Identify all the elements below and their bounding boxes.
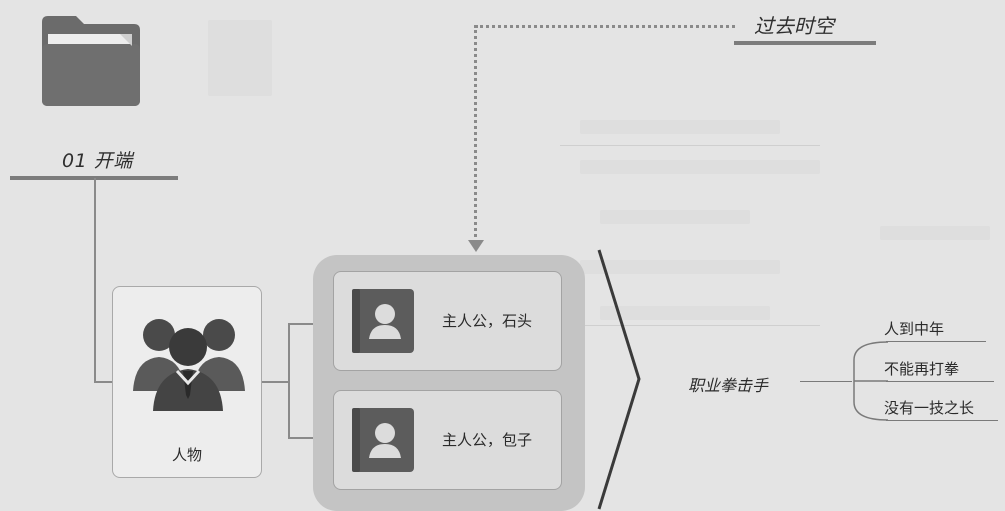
connector-line [94,178,96,382]
connector-line [94,381,114,383]
character-card[interactable]: 主人公，包子 [333,390,562,490]
background-ghost-text [600,306,770,320]
background-ghost-text [580,160,820,174]
background-ghost-line [560,325,820,326]
past-time-label: 过去时空 [754,14,834,38]
chevron-right-icon [597,249,641,510]
career-trait: 不能再打拳 [884,360,960,378]
connector-line [288,323,290,438]
person-contact-icon [352,408,414,472]
branch-bracket [853,341,888,421]
career-trait: 没有一技之长 [884,399,975,417]
folder-icon [42,16,140,106]
branch-underline [886,341,986,342]
dotted-connector [474,25,477,243]
connector-line [262,381,288,383]
branch-line [800,381,852,382]
branch-underline [886,420,998,421]
background-ghost-text [580,120,780,134]
background-ghost-text [600,210,750,224]
people-card[interactable]: 人物 [112,286,262,478]
career-trait: 人到中年 [884,320,945,338]
people-card-label: 人物 [171,446,202,464]
background-ghost-text [580,260,780,274]
background-ghost-line [560,145,820,146]
background-ghost-text [880,226,990,240]
past-time-underline [734,41,876,45]
arrow-down-icon [468,240,484,252]
character-label: 主人公，石头 [442,312,533,330]
background-ghost-block [208,20,272,96]
character-label: 主人公，包子 [442,431,533,449]
branch-underline [886,381,994,382]
career-label: 职业拳击手 [688,376,769,395]
character-card[interactable]: 主人公，石头 [333,271,562,371]
connector-line [288,437,334,439]
person-contact-icon [352,289,414,353]
section-title: 01 开端 [62,150,133,172]
dotted-connector [475,25,735,28]
connector-line [288,323,334,325]
people-group-icon [133,319,245,411]
